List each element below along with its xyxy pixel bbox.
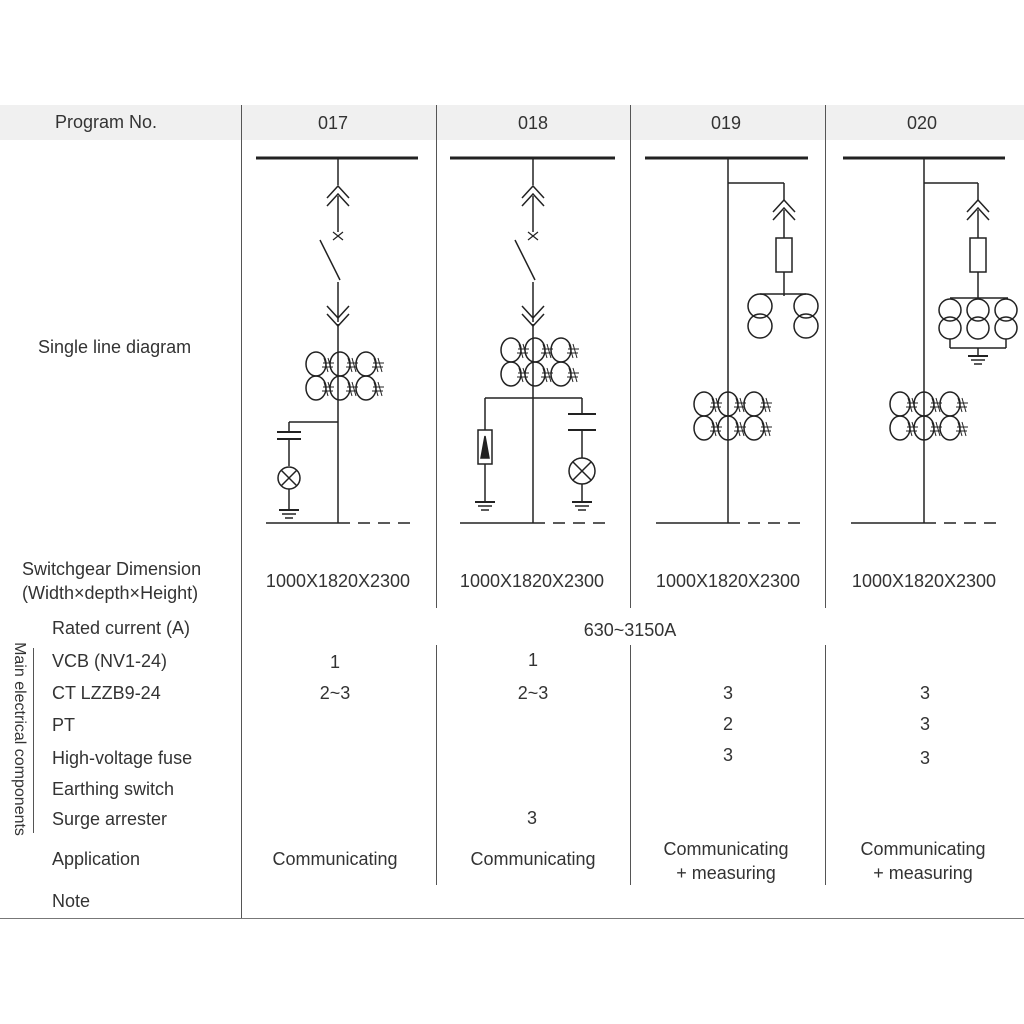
label-column-divider (241, 105, 242, 918)
col-divider-3 (825, 105, 826, 608)
plug-contact-020 (966, 198, 990, 221)
header-band (0, 105, 1024, 140)
row-label-fuse: High-voltage fuse (52, 748, 193, 768)
pt-020: 3 (919, 714, 931, 734)
ct-020: 3 (919, 683, 931, 703)
vcb-017: 1 (329, 652, 341, 672)
dimension-018: 1000X1820X2300 (459, 571, 605, 591)
surge-018: 3 (526, 808, 538, 828)
row-label-ct: CT LZZB9-24 (52, 683, 161, 703)
row-label-dimension-2: (Width×depth×Height) (22, 583, 199, 603)
circuit-breaker-018 (514, 239, 536, 281)
row-label-dimension-1: Switchgear Dimension (22, 559, 202, 579)
current-transformers-017 (305, 351, 384, 401)
fuse-020: 3 (919, 748, 931, 768)
vcb-018: 1 (527, 650, 539, 670)
current-transformers-018 (500, 337, 579, 387)
diagram-019 (645, 156, 819, 524)
table-bottom-line (0, 918, 1024, 919)
row-label-earthing: Earthing switch (52, 779, 175, 799)
fuse-020 (969, 237, 987, 273)
current-transformers-020 (889, 391, 968, 441)
program-017: 017 (317, 113, 349, 133)
voltage-transformers-020 (938, 297, 1018, 365)
application-020-line2: + measuring (873, 863, 973, 883)
ct-018: 2~3 (517, 683, 549, 703)
program-018: 018 (517, 113, 549, 133)
plug-contact-019 (772, 198, 796, 221)
program-no-label: Program No. (55, 112, 158, 132)
row-label-surge: Surge arrester (52, 809, 168, 829)
pt-019: 2 (722, 714, 734, 734)
col-divider-2 (630, 105, 631, 608)
plug-contact-upper-018 (521, 184, 545, 207)
col-divider-1 (436, 105, 437, 608)
circuit-breaker-017 (319, 239, 341, 281)
dimension-017: 1000X1820X2300 (265, 571, 411, 591)
program-019: 019 (710, 113, 742, 133)
diagram-017 (256, 156, 418, 524)
col-divider-2b (630, 645, 631, 885)
row-label-single-line-diagram: Single line diagram (38, 337, 192, 357)
col-divider-1b (436, 645, 437, 885)
diagram-020 (843, 156, 1018, 524)
plug-contact-upper-017 (326, 184, 350, 207)
row-label-pt: PT (52, 715, 76, 735)
dimension-019: 1000X1820X2300 (655, 571, 801, 591)
rated-current-value: 630~3150A (583, 620, 677, 640)
program-020: 020 (906, 113, 938, 133)
ct-019: 3 (722, 683, 734, 703)
row-label-vcb: VCB (NV1-24) (52, 651, 168, 671)
ct-017: 2~3 (319, 683, 351, 703)
application-017: Communicating (272, 849, 398, 869)
voltage-transformers-019 (747, 293, 819, 339)
application-019-line1: Communicating (663, 839, 789, 859)
row-label-note: Note (52, 891, 91, 911)
dimension-020: 1000X1820X2300 (851, 571, 997, 591)
row-label-application: Application (52, 849, 141, 869)
fuse-019 (775, 237, 793, 273)
group-bracket (33, 648, 34, 833)
current-transformers-019 (693, 391, 772, 441)
row-label-rated-current: Rated current (A) (52, 618, 191, 638)
application-019-line2: + measuring (676, 863, 776, 883)
application-018: Communicating (470, 849, 596, 869)
diagram-018 (450, 156, 615, 524)
application-020-line1: Communicating (860, 839, 986, 859)
col-divider-3b (825, 645, 826, 885)
fuse-019: 3 (722, 745, 734, 765)
